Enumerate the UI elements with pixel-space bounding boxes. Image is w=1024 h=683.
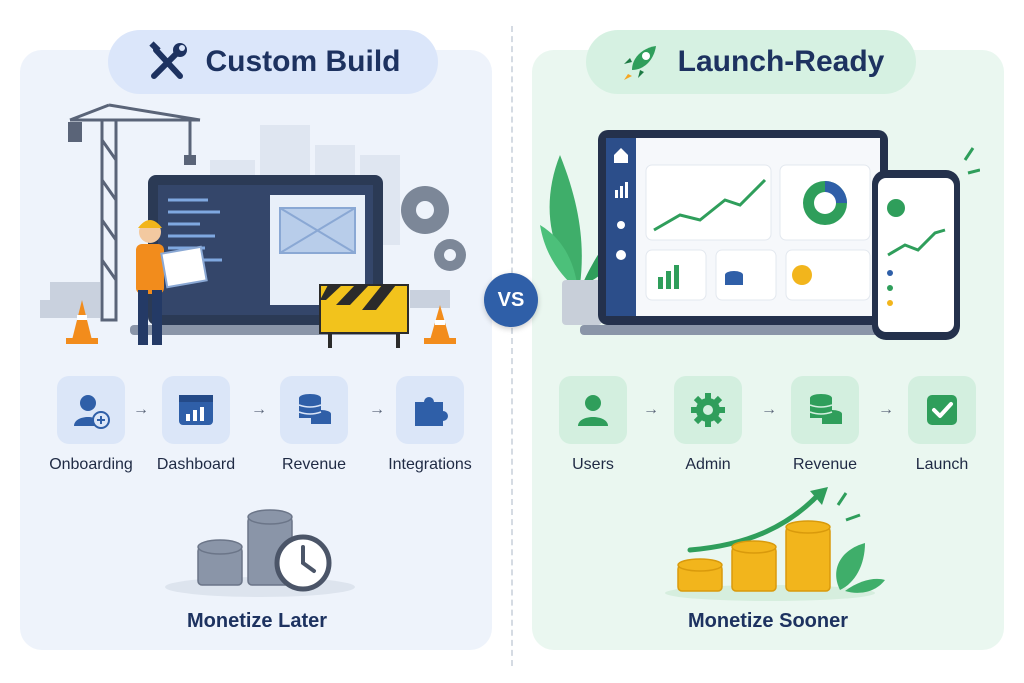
arrow-icon: →	[369, 401, 385, 418]
step-label: Launch	[915, 456, 969, 473]
step-label: Revenue	[792, 456, 858, 473]
launch-ready-title: Launch-Ready	[677, 45, 885, 78]
coins-clock-illustration	[165, 509, 355, 597]
step-revenue: Revenue	[259, 376, 369, 474]
step-dashboard: Dashboard	[141, 376, 251, 474]
vs-badge: VS	[484, 273, 538, 327]
step-label: Revenue	[281, 456, 347, 473]
rocket-icon	[618, 40, 662, 84]
step-label: Integrations	[388, 456, 472, 473]
step-admin: Admin	[653, 376, 763, 474]
user-icon	[559, 376, 627, 444]
checkbox-icon	[908, 376, 976, 444]
arrow-icon: →	[133, 401, 149, 418]
launch-ready-title-pill: Launch-Ready	[586, 30, 916, 94]
gear-icon	[674, 376, 742, 444]
custom-build-title-pill: Custom Build	[108, 30, 438, 94]
leaf-icon	[836, 543, 885, 593]
coins-growth-illustration	[665, 487, 885, 601]
puzzle-icon	[396, 376, 464, 444]
construction-illustration	[40, 103, 466, 348]
user-plus-icon	[57, 376, 125, 444]
step-label: Dashboard	[156, 456, 236, 473]
arrow-icon: →	[761, 401, 777, 418]
traffic-cone-icon	[66, 300, 456, 344]
arrow-icon: →	[251, 401, 267, 418]
step-revenue-green: Revenue	[770, 376, 880, 474]
monetize-later-caption: Monetize Later	[186, 610, 328, 632]
step-label: Onboarding	[49, 456, 133, 473]
arrow-icon: →	[878, 401, 894, 418]
worker-icon	[136, 220, 208, 345]
dashboard-illustration	[540, 130, 980, 340]
step-onboarding: Onboarding	[36, 376, 146, 474]
clock-icon	[274, 534, 332, 592]
wrench-screwdriver-icon	[146, 40, 190, 84]
step-launch: Launch	[887, 376, 997, 474]
custom-build-title: Custom Build	[205, 45, 401, 78]
dashboard-chart-icon	[162, 376, 230, 444]
step-users: Users	[538, 376, 648, 474]
step-label: Users	[572, 456, 614, 473]
crane-icon	[69, 103, 201, 322]
database-icon	[280, 376, 348, 444]
coin-stack-icon	[677, 520, 831, 592]
step-label: Admin	[685, 456, 731, 473]
gear-icon	[401, 186, 466, 271]
step-integrations: Integrations	[375, 376, 485, 474]
arrow-icon: →	[643, 401, 659, 418]
monetize-sooner-caption: Monetize Sooner	[687, 610, 848, 632]
database-icon	[791, 376, 859, 444]
center-divider	[511, 26, 513, 666]
